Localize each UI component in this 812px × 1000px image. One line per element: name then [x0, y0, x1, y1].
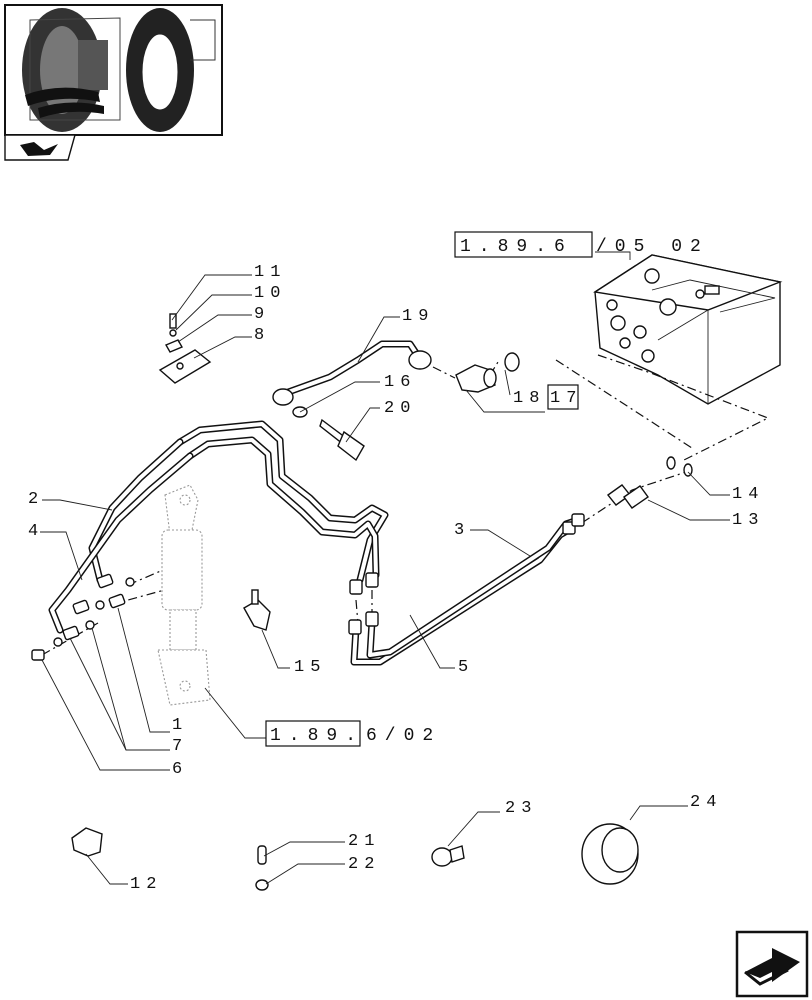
next-page-arrow-icon[interactable]: [735, 930, 809, 998]
label-16: 16: [384, 373, 416, 392]
reference-labels: 1.89.6 /05 02 18 17 1.89. 6/02: [265, 231, 709, 747]
label-21: 21: [348, 832, 380, 851]
lift-cylinder: [157, 484, 211, 706]
label-9: 9: [254, 305, 270, 324]
label-22: 22: [348, 855, 380, 874]
valve-ref-suffix: /05 02: [596, 237, 709, 257]
ref-17-boxed[interactable]: 17: [550, 389, 582, 408]
cylinder-ref-suffix: 6/02: [366, 726, 441, 746]
label-14: 14: [732, 485, 764, 504]
label-8: 8: [254, 326, 270, 345]
label-13: 13: [732, 511, 764, 530]
label-20: 20: [384, 399, 416, 418]
label-15: 15: [294, 658, 326, 677]
cylinder-ref-boxed[interactable]: 1.89.: [270, 726, 364, 746]
label-5: 5: [458, 658, 474, 677]
label-6: 6: [172, 760, 188, 779]
part-labels: 11 10 9 8 19 16 20 14 13 3 2 4 5 15 1 7 …: [28, 263, 764, 894]
control-valve-block: [593, 254, 783, 405]
label-1: 1: [172, 716, 188, 735]
label-19: 19: [402, 307, 434, 326]
book-icon[interactable]: [4, 134, 76, 161]
hydraulic-pipes: [48, 340, 582, 666]
valve-ref-boxed[interactable]: 1.89.6: [460, 237, 573, 257]
label-7: 7: [172, 737, 188, 756]
label-11: 11: [254, 263, 286, 282]
leader-lines: [40, 251, 730, 885]
label-12: 12: [130, 875, 162, 894]
label-23: 23: [505, 799, 537, 818]
label-24: 24: [690, 793, 722, 812]
label-4: 4: [28, 522, 44, 541]
ref-18-label: 18: [513, 389, 545, 408]
label-10: 10: [254, 284, 286, 303]
tractor-rear-thumbnail: [4, 4, 223, 136]
label-2: 2: [28, 490, 44, 509]
fittings: [31, 313, 693, 661]
loose-parts: [71, 823, 639, 891]
label-3: 3: [454, 521, 470, 540]
